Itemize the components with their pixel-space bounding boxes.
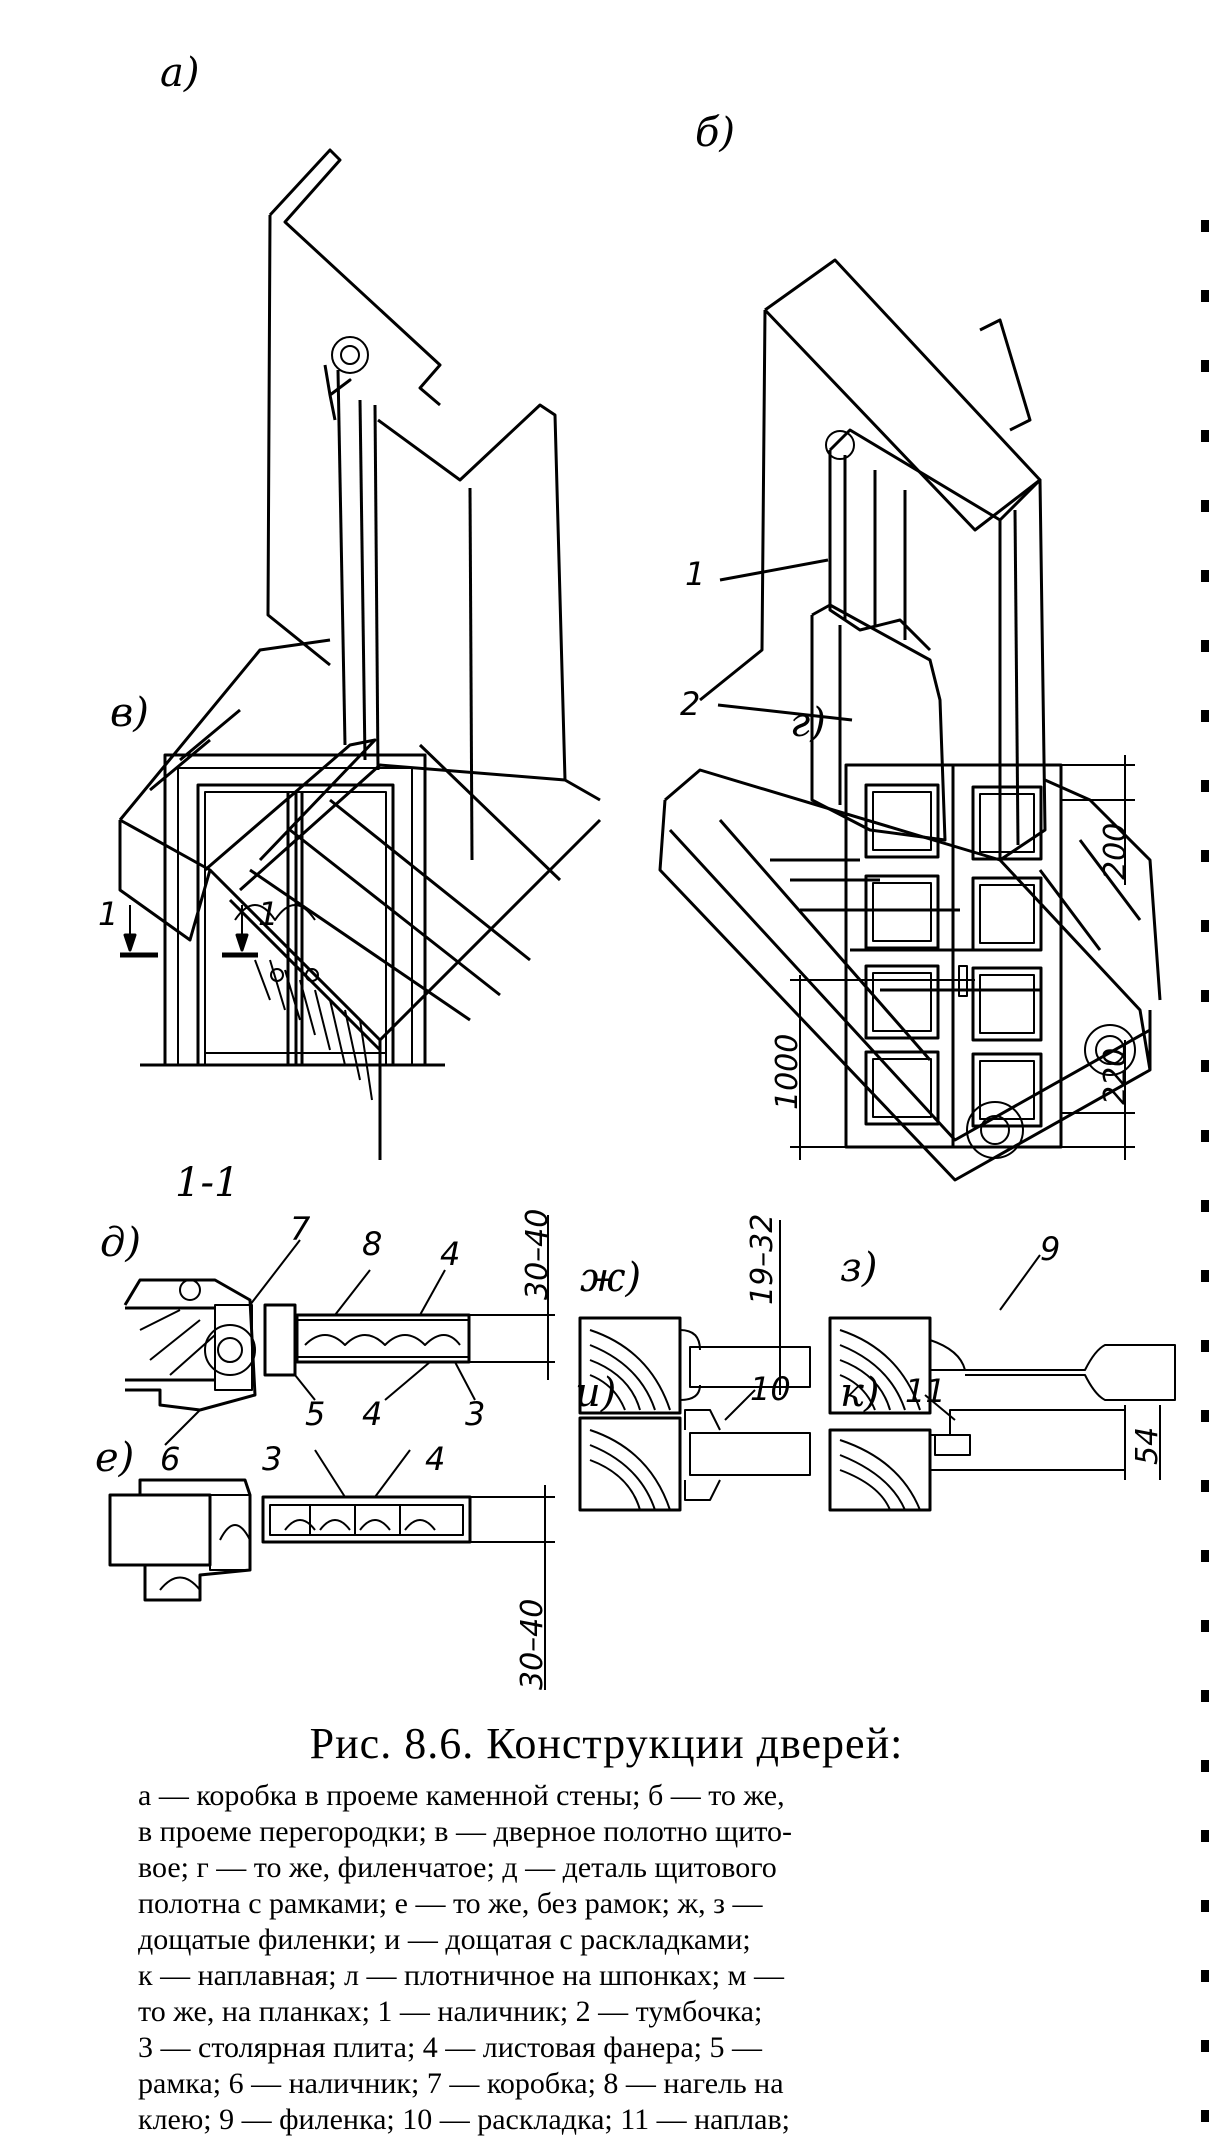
panel-label-z: з) (840, 1245, 878, 1291)
caption-line: а — коробка в проеме каменной стены; б —… (138, 1779, 785, 1812)
callout-4-bottom: 4 (362, 1395, 383, 1433)
callout-8: 8 (362, 1225, 383, 1263)
drawing-g-panel-door (790, 755, 1135, 1160)
caption-line: полотна с рамками; е — то же, без рамок;… (138, 1887, 763, 1920)
callout-11: 11 (905, 1372, 946, 1410)
drawing-i-plank-with-battens (578, 1389, 811, 1512)
drawing-b-frame-in-partition (658, 258, 1162, 1182)
figure-caption-title: Рис. 8.6. Конструкции дверей: (309, 1719, 904, 1768)
panel-label-b: б) (695, 110, 736, 156)
figure-svg (108, 148, 1176, 1690)
section-mark-right: 1 (258, 895, 279, 933)
caption-line: к — наплавная; л — плотничное на шпонках… (138, 1959, 785, 1992)
dim-zh-thickness: 19–32 (745, 1213, 780, 1305)
caption-line: рамка; 6 — наличник; 7 — коробка; 8 — на… (138, 2067, 784, 2100)
drawing-v-flush-door (120, 753, 445, 1067)
callout-7: 7 (290, 1210, 311, 1248)
caption-line: вое; г — то же, филенчатое; д — деталь щ… (138, 1851, 777, 1884)
section-mark-left: 1 (98, 895, 119, 933)
drawing-d-section-with-frames (123, 1215, 555, 1446)
caption-line: клею; 9 — филенка; 10 — раскладка; 11 — … (138, 2103, 790, 2136)
callout-4-top: 4 (440, 1235, 461, 1273)
dim-g-height: 1000 (770, 1033, 805, 1110)
panel-label-d: д) (100, 1220, 141, 1266)
dim-g-top: 200 (1098, 822, 1133, 880)
panel-label-g: г) (790, 700, 826, 746)
dim-g-bottom: 220 (1098, 1047, 1133, 1105)
callout-1: 1 (685, 555, 706, 593)
panel-label-a: а) (160, 50, 200, 96)
panel-label-i: и) (575, 1370, 617, 1416)
panel-label-v: в) (110, 690, 149, 736)
adjacent-page-edge (1201, 180, 1209, 2140)
dim-d-thickness: 30–40 (520, 1208, 555, 1300)
section-label: 1-1 (175, 1160, 240, 1206)
drawing-z-plank-panel (828, 1254, 1176, 1415)
caption-line: дощатые филенки; и — дощатая с раскладка… (138, 1923, 751, 1956)
panel-label-zh: ж) (580, 1255, 642, 1301)
callout-e-4: 4 (425, 1440, 446, 1478)
callout-6: 6 (160, 1440, 181, 1478)
dim-k-thickness: 54 (1130, 1426, 1165, 1465)
callout-2: 2 (680, 685, 701, 723)
drawing-a-frame-in-masonry (118, 148, 602, 1160)
door-panels (864, 783, 1043, 1128)
figure-caption-body: а — коробка в проеме каменной стены; б —… (138, 1778, 1198, 2138)
drawing-zh-plank-panel (578, 1220, 811, 1415)
caption-line: 3 — столярная плита; 4 — листовая фанера… (138, 2031, 762, 2064)
callout-5: 5 (305, 1395, 326, 1433)
caption-line: в проеме перегородки; в — дверное полотн… (138, 1815, 793, 1848)
caption-line: то же, на планках; 1 — наличник; 2 — тум… (138, 1995, 763, 2028)
figure-drawings: а) б) в) г) д) е) ж) з) и) к) 1-1 1 1 1 … (95, 50, 1176, 1690)
panel-label-k: к) (840, 1370, 880, 1416)
panel-label-e: е) (95, 1435, 135, 1481)
callout-3: 3 (465, 1395, 486, 1433)
callout-10: 10 (750, 1370, 791, 1408)
drawing-k-overlapping-panel (828, 1394, 1161, 1512)
drawing-e-section-without-frames (108, 1449, 555, 1690)
callout-e-3: 3 (262, 1440, 283, 1478)
dim-e-thickness: 30–40 (515, 1598, 550, 1690)
callout-9: 9 (1040, 1230, 1061, 1268)
